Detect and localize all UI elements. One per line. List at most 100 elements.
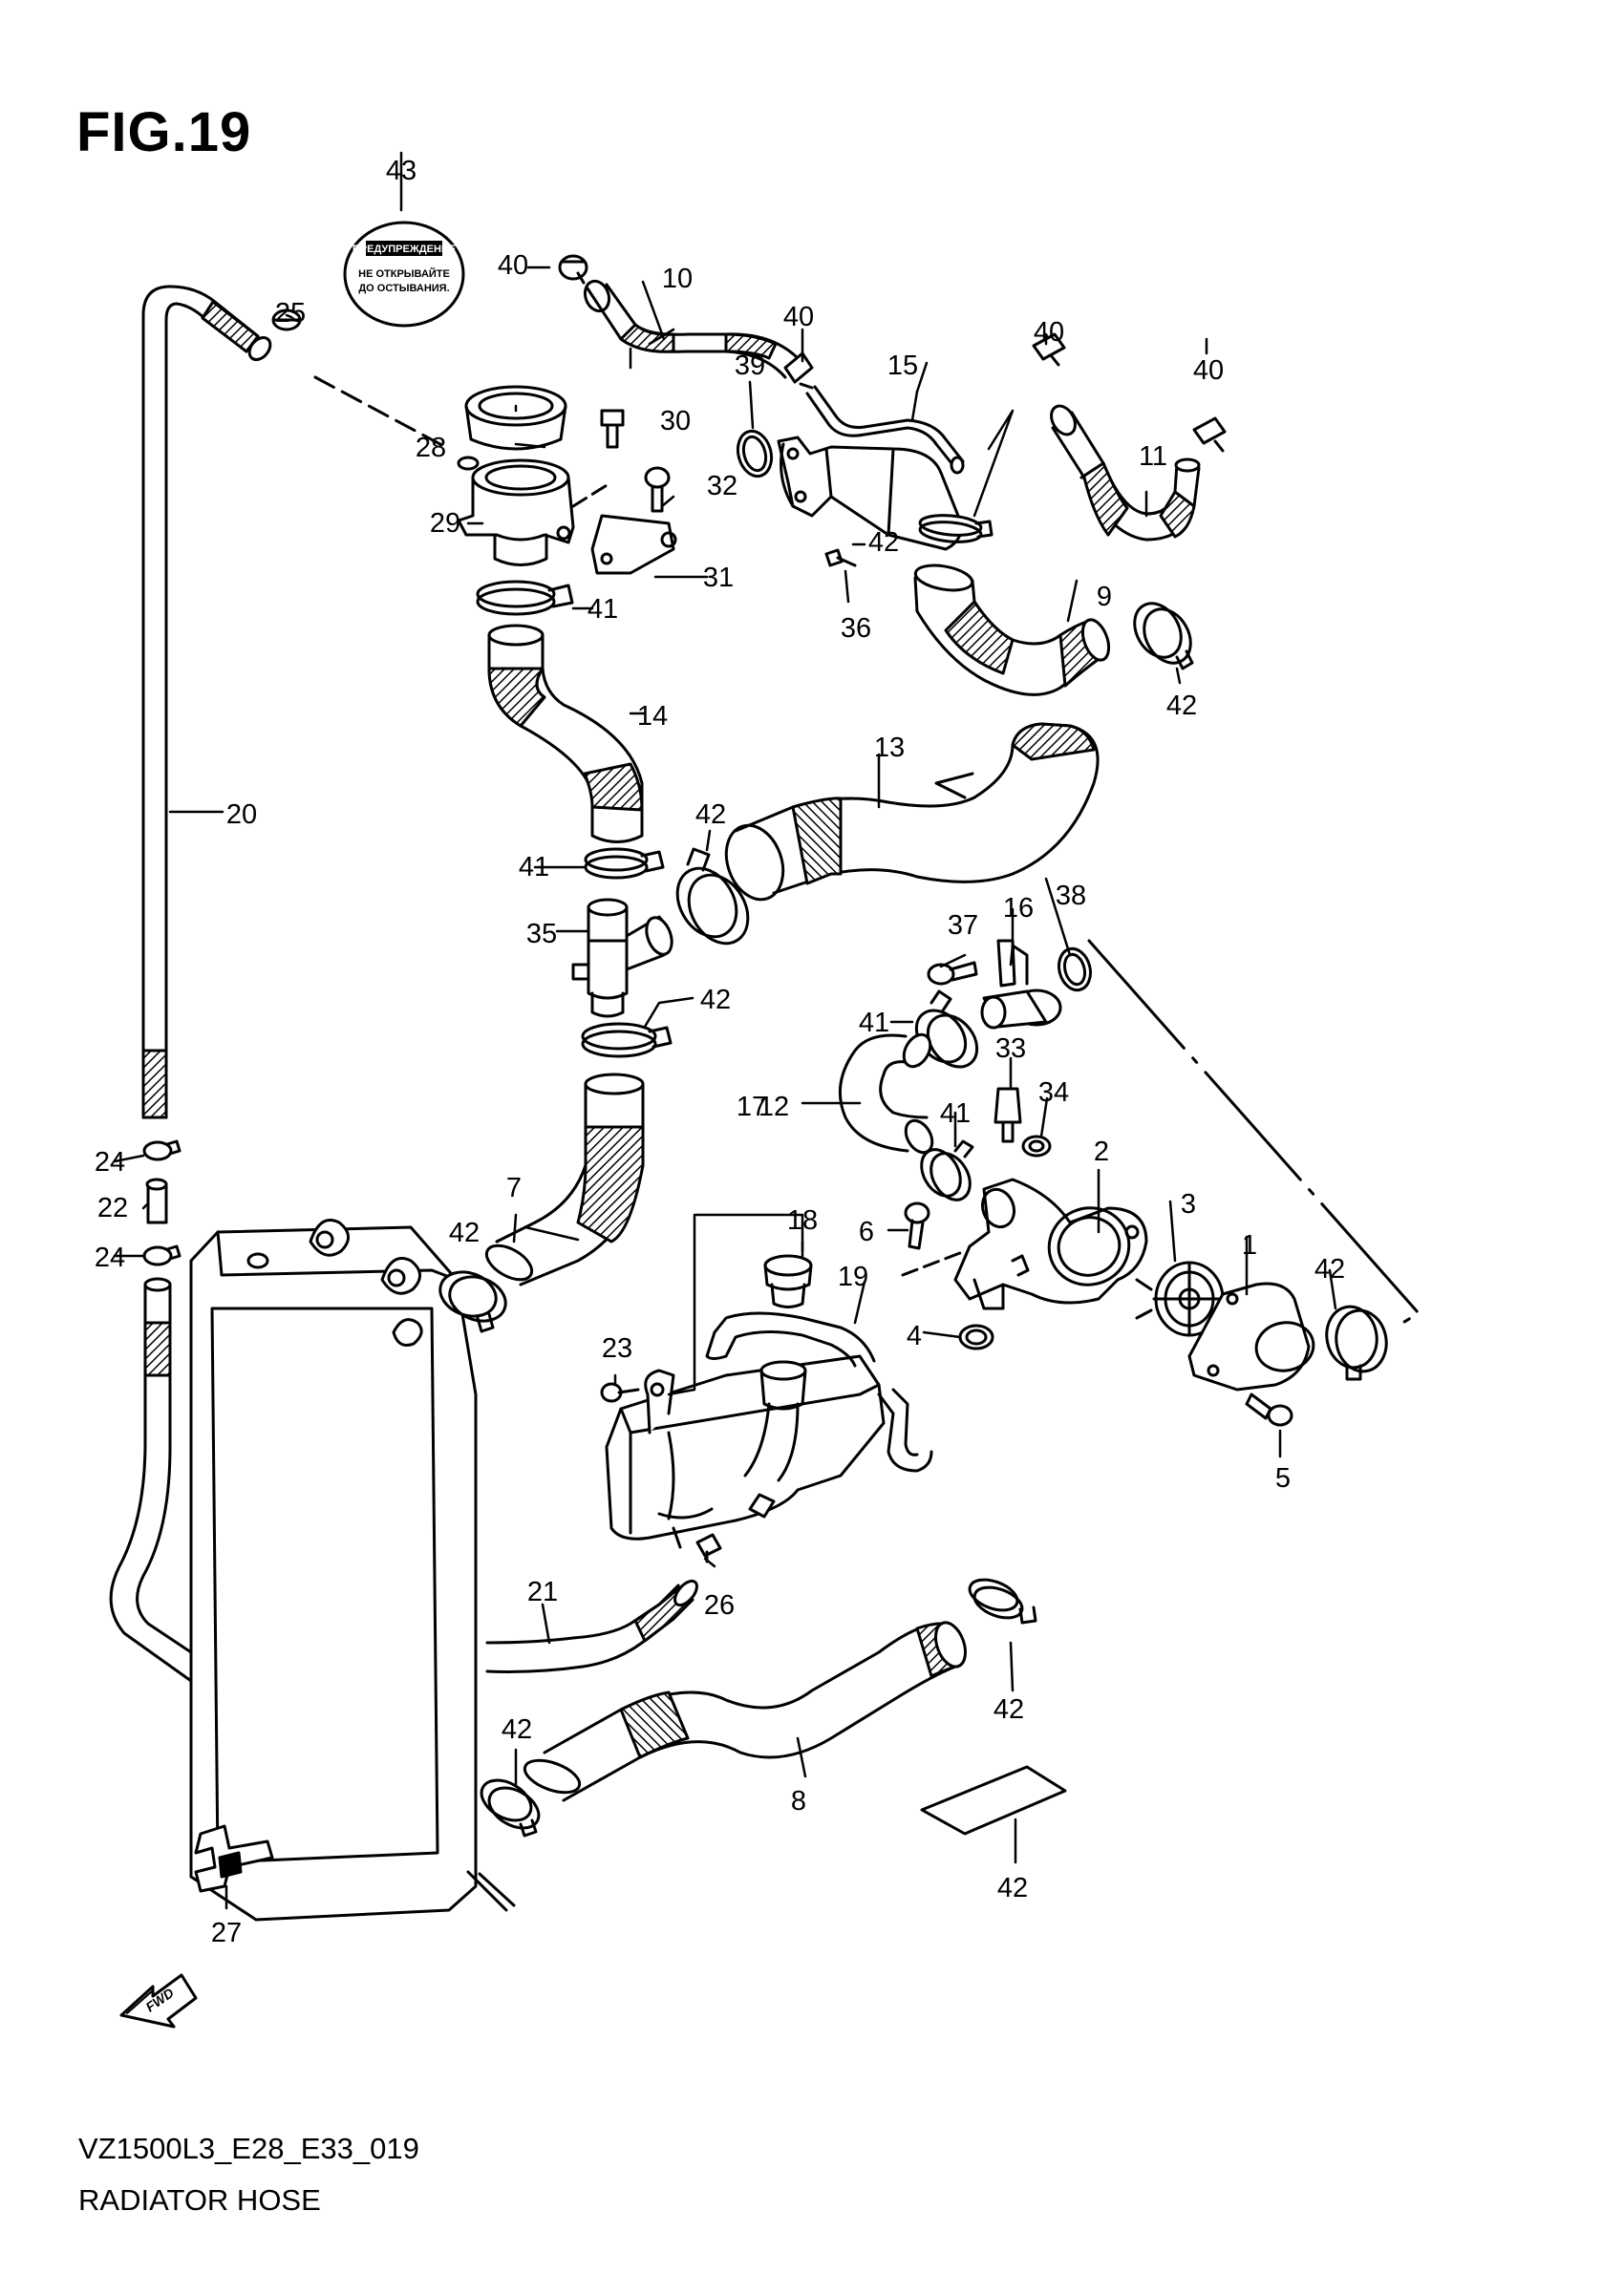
pipe-15: [805, 385, 965, 475]
callout: 13: [874, 733, 905, 763]
cover-1: [1187, 1282, 1315, 1392]
callout: 41: [859, 1008, 889, 1038]
clamp-25: [271, 308, 302, 331]
callout: 18: [787, 1205, 818, 1236]
callout: 11: [1139, 441, 1167, 472]
cap-warning-text: ПРЕДУПРЕЖДЕНИЕ: [353, 244, 456, 255]
callout: 22: [97, 1193, 128, 1223]
hose-7: [484, 1073, 645, 1286]
bolt-37: [927, 961, 978, 986]
callout: 40: [498, 250, 528, 281]
thermostat-3: [1135, 1261, 1227, 1337]
cap-line-1: НЕ ОТКРЫВАЙТЕ: [358, 267, 450, 280]
callout: 35: [526, 919, 557, 949]
callout: 4: [907, 1321, 922, 1351]
callout: 42: [1166, 691, 1197, 721]
bolt-32: [644, 466, 671, 513]
callout: 26: [704, 1590, 735, 1621]
callout: 15: [887, 351, 918, 381]
callout: 25: [275, 298, 306, 329]
hose-20: [141, 285, 272, 1119]
bolt-5: [1245, 1392, 1293, 1427]
joint-fitting: [777, 436, 963, 551]
callout: 42: [994, 1694, 1024, 1725]
clamp-40-a: [558, 254, 588, 285]
warning-banner: [366, 241, 442, 256]
clamp-41-b: [584, 847, 665, 880]
callout: 41: [588, 594, 618, 625]
callout: 19: [838, 1262, 868, 1292]
hose-11: [1050, 404, 1201, 542]
clamp-26: [695, 1533, 722, 1563]
callout: 24: [95, 1243, 125, 1273]
callout-numbers: 1 2 3 4 5 6 7 8 9 10 11 12 13 14 15 16 1…: [95, 156, 1345, 1948]
sensor-33: [994, 1087, 1022, 1143]
bolt-36: [824, 548, 857, 567]
callout: 16: [1003, 893, 1034, 924]
callout: 40: [783, 302, 814, 332]
callout: 37: [948, 910, 978, 941]
callout: 42: [700, 985, 731, 1015]
hose-9: [913, 563, 1111, 696]
leader-lines: [113, 151, 1337, 1910]
cap-line-2: ДО ОСТЫВАНИЯ.: [358, 283, 449, 294]
fwd-arrow-icon: [119, 1973, 198, 2029]
callout: 8: [791, 1786, 806, 1817]
callout: 10: [662, 264, 693, 294]
callout: 27: [211, 1918, 242, 1948]
callout: 24: [95, 1147, 125, 1178]
callout: 38: [1056, 881, 1086, 911]
bolt-23: [600, 1382, 640, 1403]
hose-8: [523, 1621, 968, 1802]
callout: 42: [1314, 1254, 1345, 1285]
filler-neck-29: [457, 456, 575, 566]
clamp-40-d: [1192, 416, 1227, 453]
clip-27: [194, 1824, 274, 1893]
clamp-42-e: [1133, 602, 1194, 670]
callout: 28: [416, 433, 446, 463]
cap-28: [464, 385, 567, 451]
callout: 14: [637, 701, 668, 732]
bracket-31: [590, 514, 677, 575]
leader-15-11-dash: [972, 409, 1015, 518]
hose-14: [487, 624, 644, 843]
callout: 34: [1038, 1077, 1069, 1108]
hose-lower-left: [109, 1277, 193, 1683]
leader-2-dash: [901, 1249, 967, 1277]
callout: 42: [695, 799, 726, 830]
housing-2: [953, 1178, 1148, 1310]
callout: 42: [449, 1218, 480, 1248]
callout: 41: [940, 1098, 971, 1129]
clamp-42-d: [918, 514, 994, 543]
callout: 40: [1034, 317, 1064, 348]
callout: 36: [841, 613, 871, 644]
clamp-42-b: [675, 847, 750, 946]
clamp-24-bottom: [142, 1244, 182, 1266]
callout: 23: [602, 1333, 632, 1364]
figure-name: RADIATOR HOSE: [78, 2183, 321, 2217]
callout: 31: [703, 563, 734, 593]
hose-10: [583, 279, 802, 379]
callout: 6: [859, 1217, 874, 1247]
bolt-30: [600, 409, 625, 449]
callout: 40: [1193, 355, 1224, 386]
clamp-42-g: [968, 1578, 1037, 1625]
callout: 12: [759, 1092, 789, 1122]
gasket-4: [958, 1324, 994, 1350]
radiator: [189, 1219, 516, 1922]
figure-code: VZ1500L3_E28_E33_019: [78, 2132, 419, 2165]
callout: 2: [1094, 1137, 1109, 1167]
callout: 7: [506, 1173, 522, 1203]
clamp-24-top: [142, 1139, 182, 1161]
callout: 42: [997, 1873, 1028, 1903]
cap-18: [763, 1254, 813, 1308]
hose-21: [485, 1579, 698, 1673]
callout: 29: [430, 508, 460, 539]
callout: 5: [1275, 1463, 1291, 1494]
callout: 32: [707, 471, 737, 501]
clamp-42-f: [1325, 1305, 1388, 1381]
callout: 41: [519, 852, 549, 882]
leader-30-dash: [571, 480, 613, 508]
